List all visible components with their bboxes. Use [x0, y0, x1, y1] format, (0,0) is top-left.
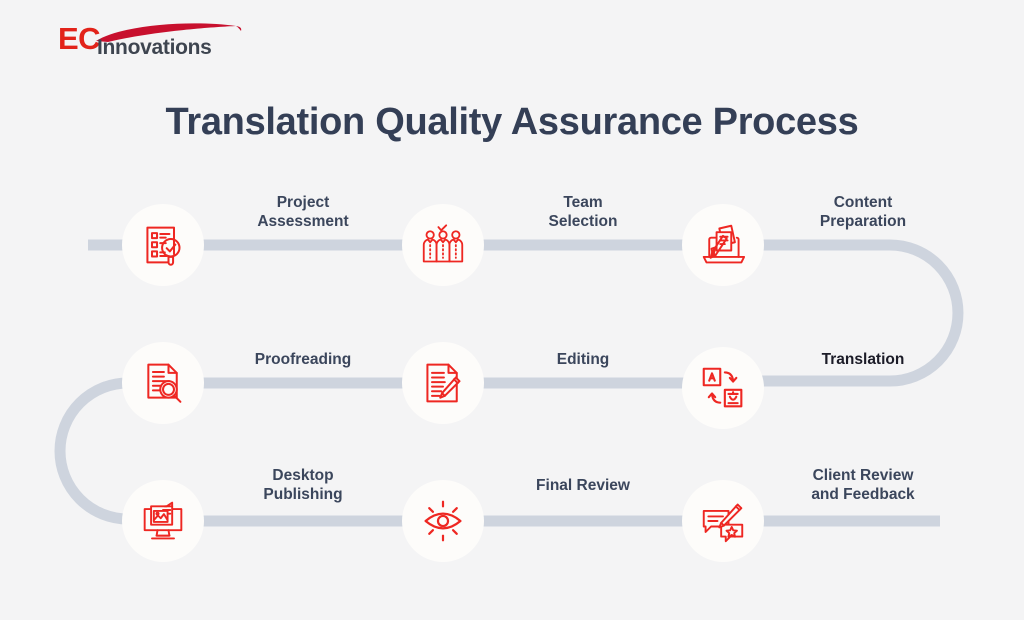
process-node-desktop-publishing[interactable]	[122, 480, 204, 562]
speech-bubbles-pen-star-icon	[702, 503, 744, 543]
checklist-magnifier-icon	[146, 226, 181, 266]
process-label-content-preparation: Content Preparation	[819, 194, 907, 230]
connector-left-uturn	[54, 377, 129, 525]
process-node-final-review[interactable]	[402, 480, 484, 562]
process-node-team-selection[interactable]	[402, 204, 484, 286]
document-magnifier-icon	[147, 363, 182, 403]
document-pencil-icon	[426, 363, 461, 403]
process-label-client-review-feedback: Client Review and Feedback	[811, 467, 915, 503]
eye-rays-icon	[424, 500, 462, 542]
process-label-desktop-publishing: Desktop Publishing	[263, 467, 343, 503]
process-label-translation: Translation	[821, 351, 905, 368]
process-label-proofreading: Proofreading	[254, 351, 352, 368]
process-node-translation[interactable]	[682, 347, 764, 429]
process-node-project-assessment[interactable]	[122, 204, 204, 286]
process-node-editing[interactable]	[402, 342, 484, 424]
process-node-client-review-feedback[interactable]	[682, 480, 764, 562]
logo-text-innovations: Innovations	[97, 36, 212, 59]
monitor-image-icon	[143, 501, 183, 540]
swoosh-icon	[96, 23, 242, 42]
page-title: Translation Quality Assurance Process	[165, 101, 859, 143]
logo-text-ec: EC	[58, 21, 101, 56]
process-label-final-review: Final Review	[536, 477, 630, 494]
node-circle	[682, 347, 764, 429]
language-swap-icon	[702, 367, 743, 408]
process-node-content-preparation[interactable]	[682, 204, 764, 286]
company-logo: EC Innovations	[58, 22, 278, 70]
laptop-documents-pen-icon	[702, 224, 745, 264]
process-label-editing: Editing	[556, 351, 610, 368]
process-label-team-selection: Team Selection	[548, 194, 618, 230]
node-circle	[402, 480, 484, 562]
process-label-project-assessment: Project Assessment	[257, 194, 349, 230]
process-node-proofreading[interactable]	[122, 342, 204, 424]
team-people-check-icon	[422, 224, 464, 263]
